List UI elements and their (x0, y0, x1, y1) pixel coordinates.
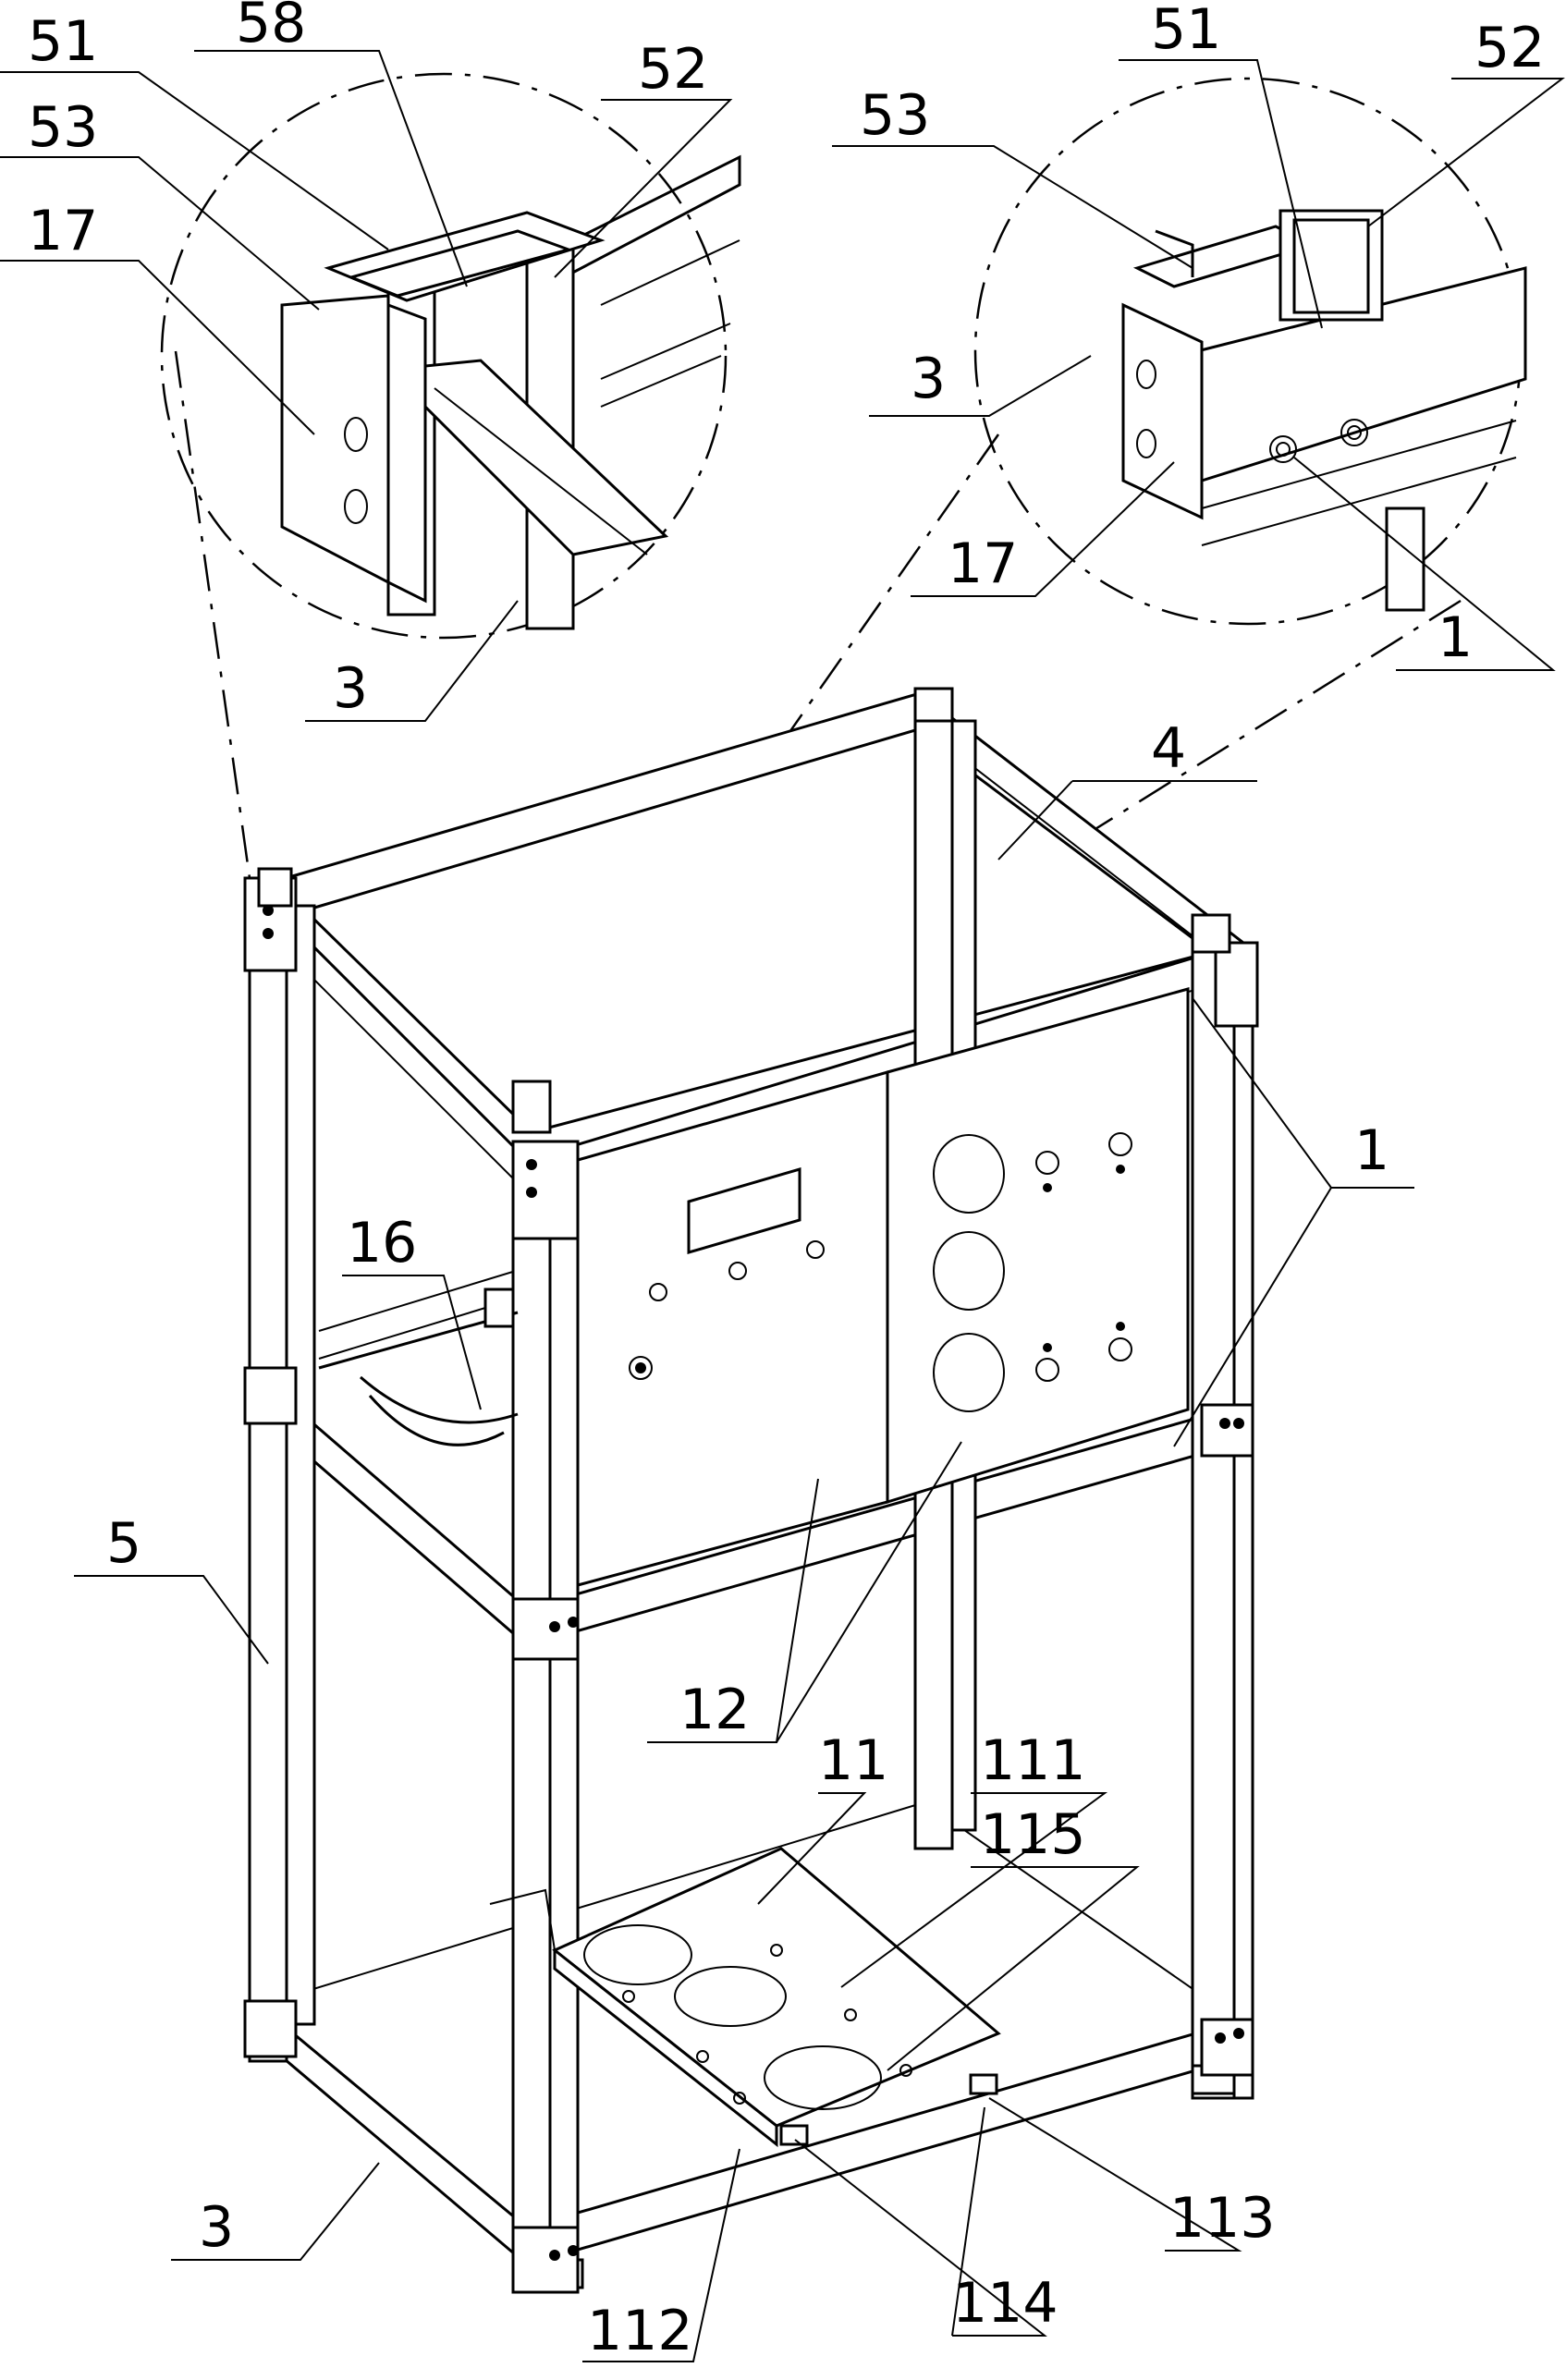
label-11: 11 (818, 1728, 888, 1793)
label-114: 114 (952, 2271, 1058, 2336)
display-window (687, 1167, 801, 1254)
label-111: 111 (980, 1728, 1086, 1793)
label-58: 58 (236, 0, 306, 55)
label-12: 12 (679, 1678, 750, 1742)
label-1-detail-right: 1 (1438, 605, 1473, 670)
label-53-detail-left: 53 (28, 95, 98, 160)
leader-dash-right (1090, 599, 1462, 834)
bottom-plate (489, 1847, 1001, 2148)
label-4: 4 (1151, 716, 1186, 781)
control-panel (576, 987, 1190, 1587)
label-16: 16 (347, 1211, 417, 1275)
label-3-main: 3 (199, 2195, 234, 2260)
label-52-detail-right: 52 (1474, 16, 1545, 80)
label-53-detail-right: 53 (860, 83, 930, 148)
label-1-main: 1 (1354, 1118, 1389, 1183)
callout-labels: 51 58 52 53 17 3 51 52 53 3 17 1 4 1 16 … (28, 0, 1545, 2363)
label-3-detail-right: 3 (911, 347, 946, 411)
label-52-detail-left: 52 (638, 37, 708, 102)
label-3-detail-left: 3 (333, 656, 368, 721)
label-17-detail-left: 17 (28, 199, 98, 263)
label-51-detail-right: 51 (1151, 0, 1221, 62)
leader-dash-left (174, 350, 251, 879)
label-51-detail-left: 51 (28, 9, 98, 74)
detail-view-right (973, 77, 1527, 626)
main-frame (243, 687, 1259, 2294)
leader-lines (0, 50, 1565, 2362)
detail-view-left (160, 72, 741, 640)
label-17-detail-right: 17 (948, 531, 1018, 596)
label-112: 112 (587, 2299, 693, 2363)
label-115: 115 (980, 1802, 1086, 1867)
label-5: 5 (106, 1511, 141, 1576)
label-113: 113 (1169, 2186, 1276, 2251)
